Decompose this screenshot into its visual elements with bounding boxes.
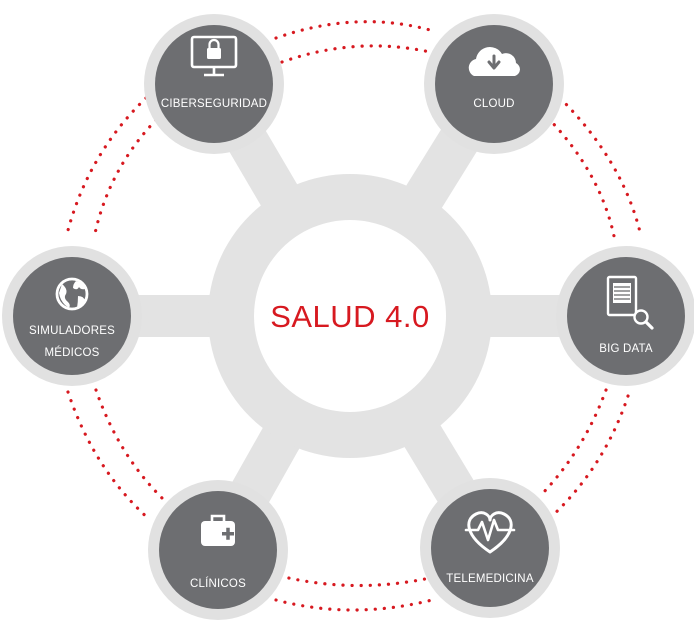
dotted-arc-left-lower-inner [94,388,164,500]
node-simuladores-medicos: SIMULADORES MÉDICOS [2,246,142,386]
dotted-arc-right-lower-inner [540,388,608,496]
cloud-download-icon [468,46,520,76]
dotted-arc-bottom-outer [274,598,434,612]
node-core [159,491,277,609]
node-core [435,25,553,143]
node-label-cloud: CLOUD [473,98,514,110]
node-telemedicina: TELEMEDICINA [420,478,560,618]
node-core [13,257,131,375]
node-label-big-data: BIG DATA [599,343,653,355]
dotted-arc-right-upper-inner [546,116,616,238]
dotted-arc-right-lower-outer [548,394,630,520]
dotted-arc-left-upper-inner [92,118,158,240]
node-core [155,25,273,143]
node-clinicos: CLÍNICOS [148,480,288,620]
hub-center [254,220,446,412]
center-title: SALUD 4.0 [270,299,430,334]
node-label-simuladores-line-1: SIMULADORES [29,325,115,337]
node-label-clinicos: CLÍNICOS [190,577,246,590]
dotted-arc-left-upper-outer [64,96,148,240]
node-ciberseguridad: CIBERSEGURIDAD [144,14,284,154]
dotted-arc-right-upper-outer [558,96,642,234]
node-label-simuladores-line-2: MÉDICOS [44,346,99,359]
dotted-arc-left-lower-outer [66,390,152,522]
node-cloud: CLOUD [424,14,564,154]
dotted-arc-top-inner [280,44,432,64]
document-search-icon [606,275,654,330]
node-core [431,489,549,607]
lock-monitor-icon [190,35,238,77]
heart-pulse-icon [464,511,516,554]
dotted-arc-top-outer [274,20,432,40]
dotted-connectors [64,20,642,612]
node-label-ciberseguridad: CIBERSEGURIDAD [161,98,267,110]
node-label-telemedicina: TELEMEDICINA [446,573,534,585]
dotted-arc-bottom-inner [278,574,432,588]
node-big-data: BIG DATA [556,246,694,386]
medical-kit-icon [201,514,235,546]
globe-network-icon [55,277,89,311]
